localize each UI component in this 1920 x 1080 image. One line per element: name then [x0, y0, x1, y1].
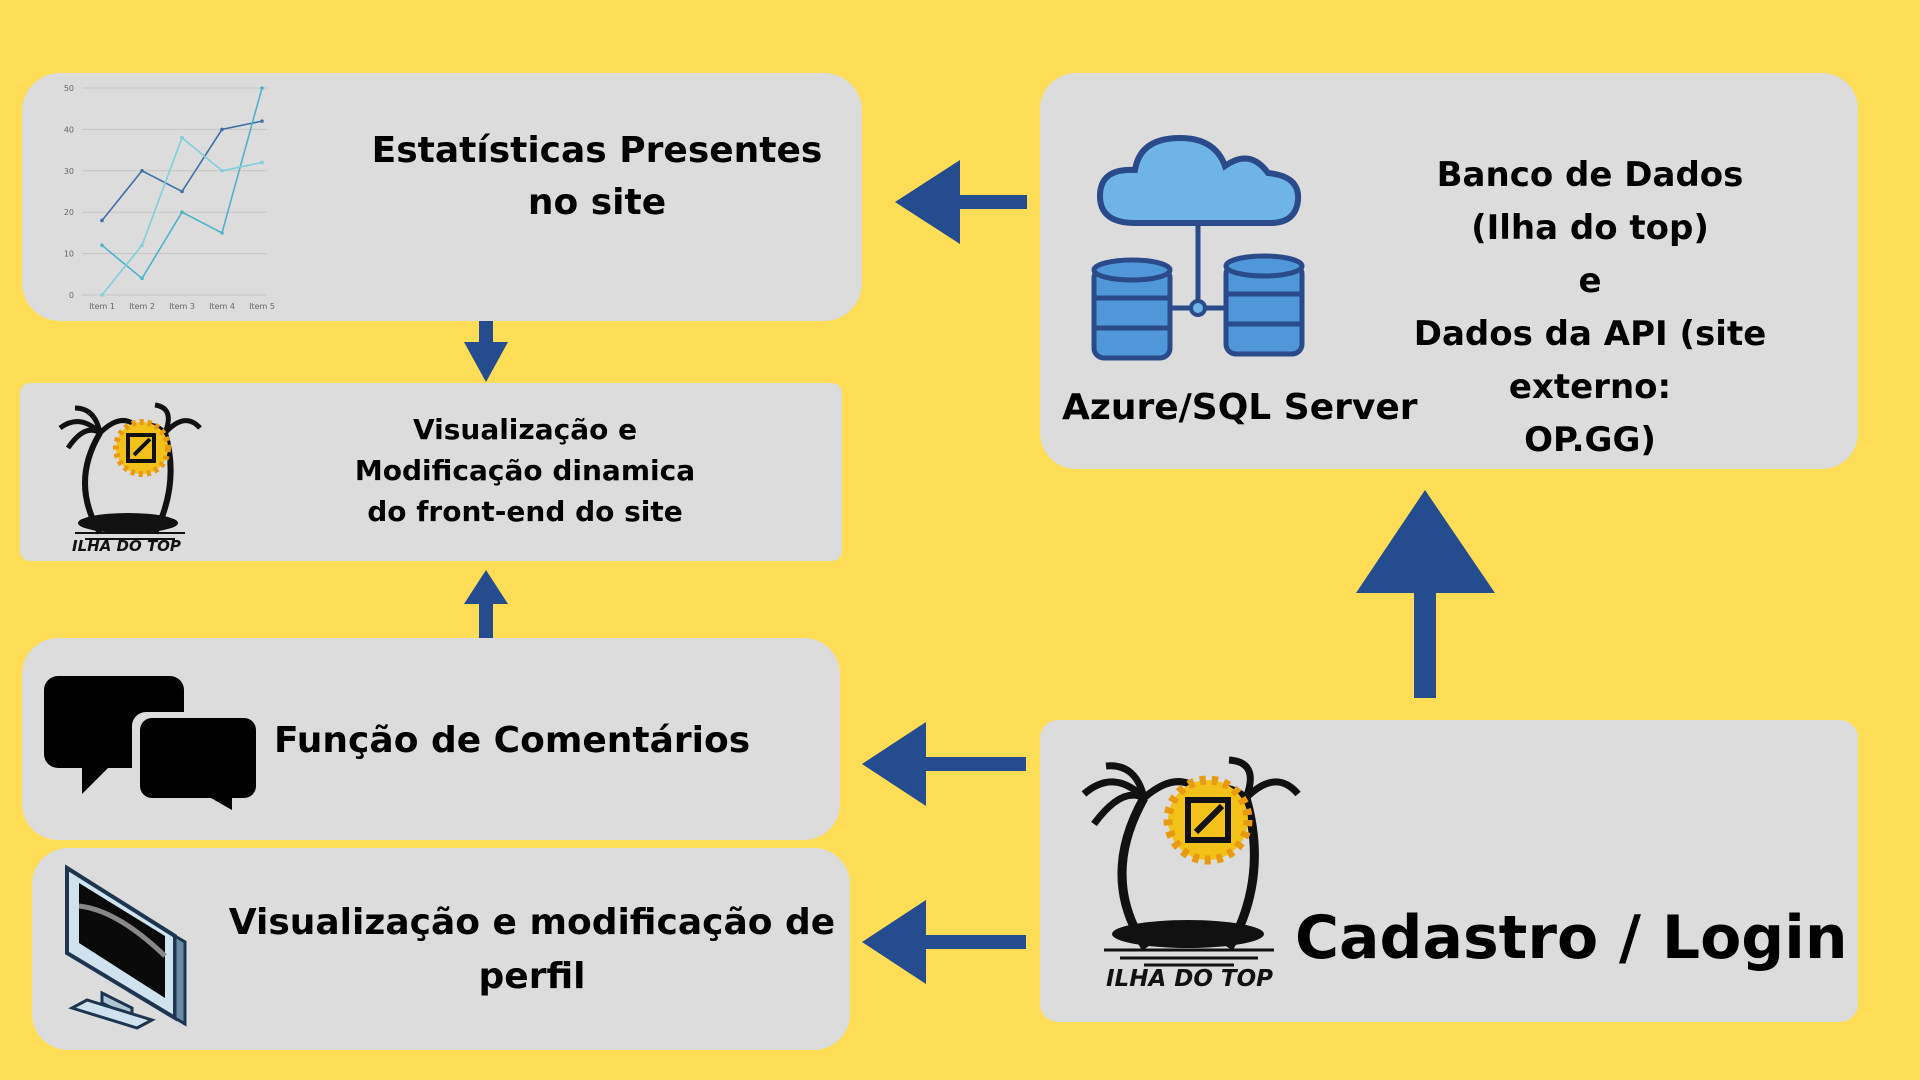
arrow-stats-to-frontend	[464, 316, 508, 382]
statistics-title: Estatísticas Presentes no site	[371, 130, 823, 223]
server-label: Azure/SQL Server	[1062, 387, 1418, 428]
profile-box: Visualização e modificação de perfil	[32, 848, 850, 1050]
ilha-do-top-logo: ILHA DO TOP	[58, 402, 202, 555]
login-title: Cadastro / Login	[1295, 903, 1848, 973]
logo-text: ILHA DO TOP	[72, 537, 181, 555]
x-tick-label: Item 4	[209, 302, 235, 311]
login-box: ILHA DO TOP Cadastro / Login	[1040, 720, 1858, 1022]
arrow-login-to-comments	[862, 722, 1026, 806]
data-point	[140, 243, 144, 248]
data-point	[220, 231, 224, 235]
data-point	[220, 127, 224, 132]
data-point	[260, 86, 264, 90]
y-tick-label: 50	[64, 84, 74, 93]
series-line-2	[101, 87, 263, 280]
chat-bubbles-icon	[44, 676, 256, 810]
logo-text: ILHA DO TOP	[1106, 966, 1273, 992]
database-title: Banco de Dados (Ilha do top) e Dados da …	[1413, 155, 1767, 460]
profile-title: Visualização e modificação de perfil	[228, 902, 836, 997]
data-point	[100, 243, 104, 248]
arrow-login-to-profile	[862, 900, 1026, 984]
x-tick-label: Item 3	[169, 302, 195, 311]
y-tick-label: 20	[64, 208, 74, 217]
arrow-db-to-stats	[895, 160, 1027, 244]
monitor-icon	[65, 864, 187, 1030]
frontend-box: ILHA DO TOP Visualização e Modificação d…	[20, 383, 842, 561]
x-tick-label: Item 2	[129, 302, 155, 311]
data-point	[180, 135, 184, 140]
data-point	[100, 218, 104, 223]
y-tick-label: 0	[69, 291, 74, 300]
data-point	[260, 160, 264, 165]
data-point	[180, 210, 184, 214]
arrow-comments-to-frontend	[464, 570, 508, 638]
data-point	[140, 169, 144, 173]
y-tick-label: 10	[64, 250, 74, 259]
comments-box: Função de Comentários	[22, 638, 840, 840]
x-tick-label: Item 1	[89, 302, 115, 311]
data-point	[140, 276, 144, 281]
frontend-title: Visualização e Modificação dinamica do f…	[354, 413, 696, 528]
cloud-database-icon	[1091, 134, 1305, 361]
x-tick-label: Item 5	[249, 302, 275, 311]
arrow-login-to-db	[1356, 490, 1495, 698]
data-point	[100, 293, 104, 297]
comments-title: Função de Comentários	[274, 720, 751, 761]
database-box: Azure/SQL Server Banco de Dados (Ilha do…	[1040, 73, 1858, 469]
ilha-do-top-logo: ILHA DO TOP	[1081, 756, 1301, 992]
data-point	[260, 119, 264, 123]
data-point	[180, 189, 184, 194]
y-tick-label: 30	[64, 167, 74, 176]
series-line-3	[101, 136, 263, 296]
y-tick-label: 40	[64, 125, 74, 134]
data-point	[220, 169, 224, 173]
